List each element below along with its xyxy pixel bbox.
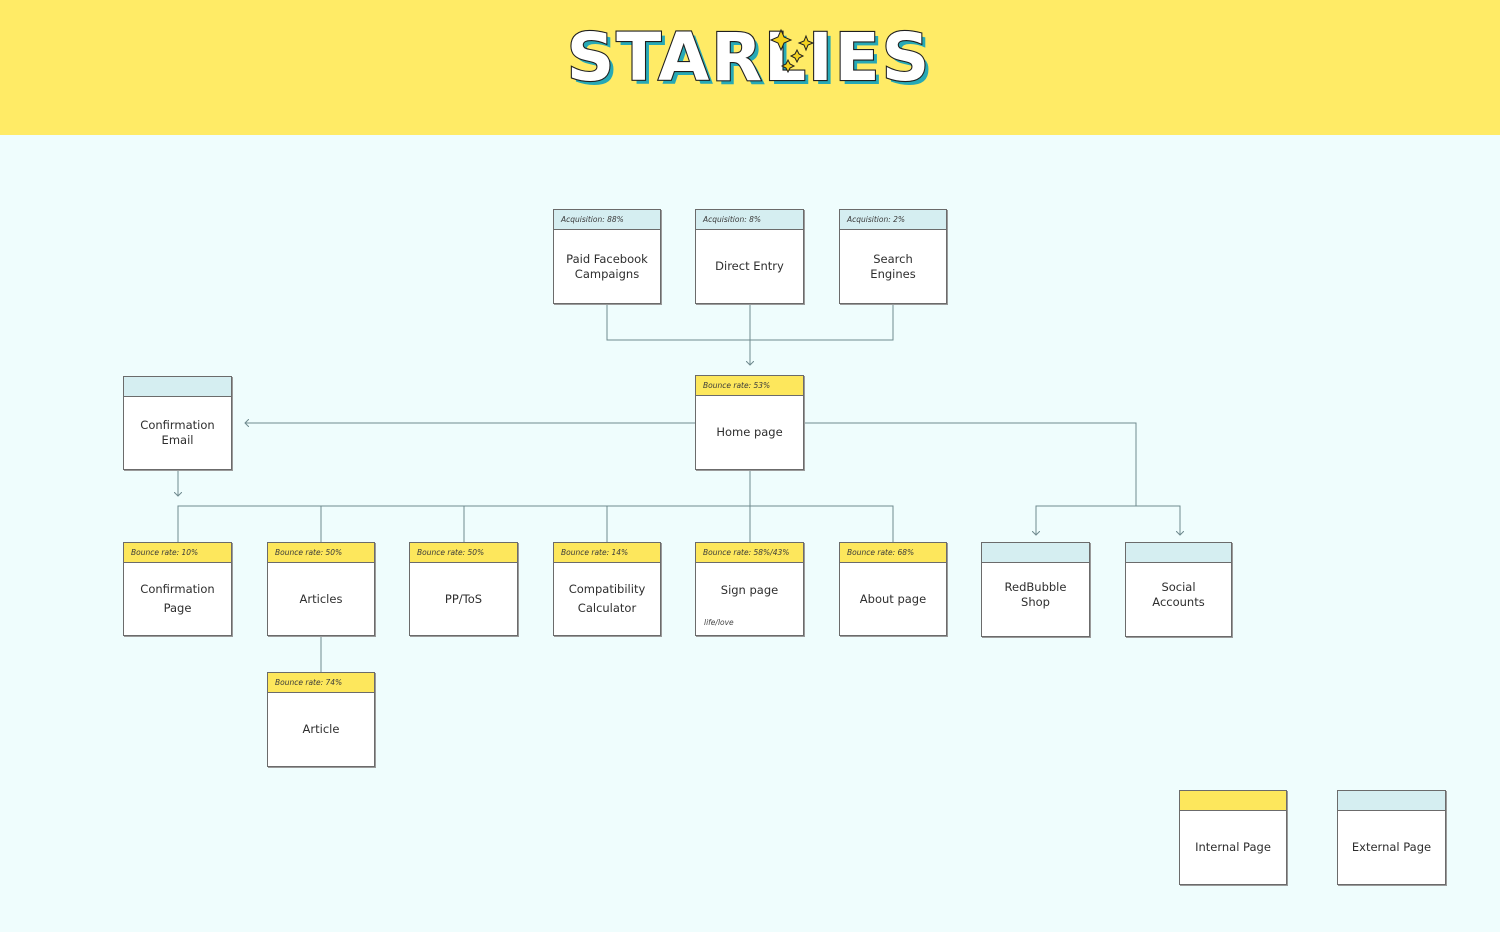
node-footnote: life/love (704, 618, 734, 627)
legend-external-page: External Page (1337, 790, 1446, 885)
connector-children (177, 505, 894, 542)
sparkle-icon (769, 28, 815, 74)
node-direct-entry[interactable]: Acquisition: 8% Direct Entry (695, 209, 804, 304)
node-label: Paid Facebook Campaigns (566, 251, 648, 281)
node-label: RedBubble Shop (1004, 579, 1067, 609)
node-header: Bounce rate: 58%/43% (696, 543, 803, 563)
node-compatibility-calculator[interactable]: Bounce rate: 14% Compatibility Calculato… (553, 542, 661, 636)
node-paid-facebook[interactable]: Acquisition: 88% Paid Facebook Campaigns (553, 209, 661, 304)
node-articles[interactable]: Bounce rate: 50% Articles (267, 542, 375, 636)
node-header (982, 543, 1089, 563)
legend-label: Internal Page (1195, 840, 1271, 854)
node-confirmation-email[interactable]: Confirmation Email (123, 376, 232, 470)
node-header: Acquisition: 88% (554, 210, 660, 230)
node-label: Compatibility Calculator (568, 582, 646, 615)
node-label: Direct Entry (715, 259, 784, 273)
node-article[interactable]: Bounce rate: 74% Article (267, 672, 375, 767)
node-label: Article (302, 722, 340, 736)
node-label: Social Accounts (1152, 579, 1205, 609)
node-header: Acquisition: 8% (696, 210, 803, 230)
node-sign-page[interactable]: Bounce rate: 58%/43% Sign page life/love (695, 542, 804, 636)
connector-home-external (804, 422, 1137, 506)
node-header: Bounce rate: 53% (696, 376, 803, 396)
node-redbubble-shop[interactable]: RedBubble Shop (981, 542, 1090, 637)
node-about-page[interactable]: Bounce rate: 68% About page (839, 542, 947, 636)
legend-label: External Page (1351, 840, 1432, 854)
node-pp-tos[interactable]: Bounce rate: 50% PP/ToS (409, 542, 518, 636)
legend-internal-page: Internal Page (1179, 790, 1287, 885)
node-home-page[interactable]: Bounce rate: 53% Home page (695, 375, 804, 470)
node-header: Bounce rate: 50% (410, 543, 517, 563)
node-header: Bounce rate: 50% (268, 543, 374, 563)
node-social-accounts[interactable]: Social Accounts (1125, 542, 1232, 637)
node-search-engines[interactable]: Acquisition: 2% Search Engines (839, 209, 947, 304)
node-header: Bounce rate: 14% (554, 543, 660, 563)
node-header: Bounce rate: 74% (268, 673, 374, 693)
node-header: Bounce rate: 10% (124, 543, 231, 563)
svg-text:STARLIES: STARLIES (571, 23, 936, 100)
node-label: Sign page (720, 582, 779, 597)
svg-text:STARLIES: STARLIES (567, 19, 932, 96)
node-label: Home page (716, 425, 783, 439)
node-confirmation-page[interactable]: Bounce rate: 10% Confirmation Page (123, 542, 232, 636)
node-label: Confirmation Email (140, 418, 215, 447)
header-banner (0, 0, 1500, 135)
node-header (124, 377, 231, 397)
node-label: Confirmation Page (140, 582, 215, 615)
node-label: Articles (299, 591, 343, 606)
starlies-logo: STARLIES STARLIES (566, 18, 936, 100)
node-header: Bounce rate: 68% (840, 543, 946, 563)
node-header (1126, 543, 1231, 563)
node-label: About page (859, 591, 927, 606)
node-header: Acquisition: 2% (840, 210, 946, 230)
node-label: Search Engines (870, 251, 916, 281)
node-label: PP/ToS (444, 591, 483, 606)
